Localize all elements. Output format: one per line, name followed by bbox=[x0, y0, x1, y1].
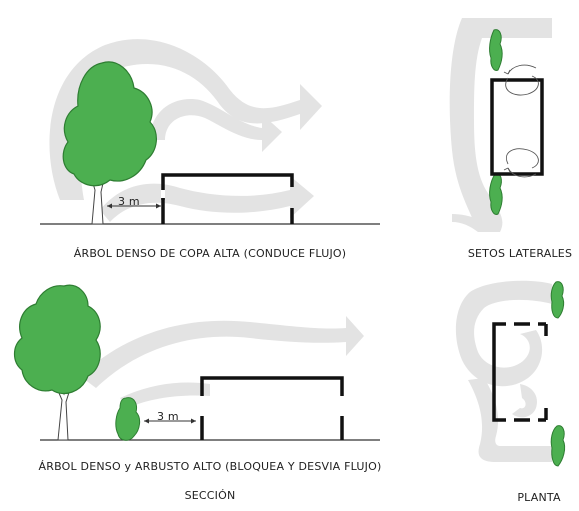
caption-plan-top: SETOS LATERALES bbox=[467, 247, 573, 260]
section-title: SECCIÓN bbox=[184, 489, 236, 502]
wind-flow-plan-top bbox=[449, 18, 552, 232]
plan-title: PLANTA bbox=[517, 491, 561, 504]
hedge-bottom-upper bbox=[550, 281, 565, 319]
plan-building-top bbox=[490, 78, 544, 176]
dense-tree bbox=[13, 284, 101, 441]
caption-section-top: ÁRBOL DENSO DE COPA ALTA (CONDUCE FLUJO) bbox=[73, 247, 347, 260]
hedge-top-upper bbox=[489, 29, 503, 71]
tall-shrub bbox=[115, 397, 141, 441]
section-top bbox=[40, 39, 380, 225]
wind-flow-plan-bottom bbox=[455, 280, 552, 462]
hedge-bottom-lower bbox=[550, 425, 566, 467]
plan-bottom bbox=[455, 280, 566, 467]
plan-building-bottom bbox=[492, 322, 548, 422]
building-bottom bbox=[200, 376, 344, 440]
building-top-opening-left bbox=[161, 190, 165, 198]
distance-marker-top bbox=[107, 203, 161, 209]
swirl-arrows bbox=[503, 64, 539, 178]
distance-label-bottom: 3 m bbox=[157, 410, 179, 423]
hedge-top-lower bbox=[489, 173, 503, 215]
caption-section-bottom: ÁRBOL DENSO y ARBUSTO ALTO (BLOQUEA Y DE… bbox=[38, 460, 382, 473]
section-bottom bbox=[13, 284, 380, 441]
distance-marker-bottom bbox=[144, 418, 196, 424]
distance-label-top: 3 m bbox=[118, 195, 140, 208]
dense-tall-tree bbox=[62, 61, 157, 225]
wind-flow-top bbox=[49, 39, 322, 222]
building-top bbox=[161, 173, 294, 224]
wind-flow-bottom bbox=[80, 316, 364, 408]
plan-top bbox=[449, 18, 552, 232]
